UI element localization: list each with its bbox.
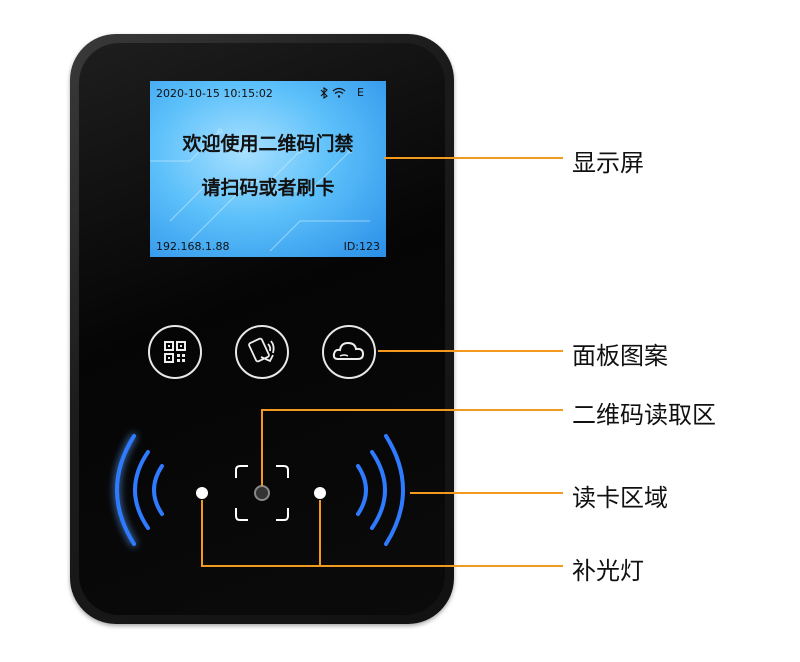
device-id: ID:123 <box>343 240 380 253</box>
fill-light-left <box>196 487 208 499</box>
screen-circuit-pattern <box>150 128 370 252</box>
label-qr-area: 二维码读取区 <box>572 401 716 429</box>
ip-address: 192.168.1.88 <box>156 240 230 253</box>
label-card-area: 读卡区域 <box>572 484 668 512</box>
qr-reader-frame <box>235 465 289 521</box>
cloud-icon <box>322 325 376 379</box>
scan-prompt: 请扫码或者刷卡 <box>201 177 335 199</box>
rfid-waves-left <box>115 434 164 546</box>
camera-lens <box>254 485 270 501</box>
label-panel: 面板图案 <box>572 342 668 370</box>
display-screen: 2020-10-15 10:15:02 E 欢迎使用二维码门禁 请扫码或者刷卡 … <box>150 81 386 257</box>
card-tap-icon <box>235 325 289 379</box>
label-fill-light: 补光灯 <box>572 557 644 585</box>
qr-code-icon <box>148 325 202 379</box>
label-display: 显示屏 <box>572 149 644 177</box>
fill-light-right <box>314 487 326 499</box>
status-icons: E <box>320 86 364 100</box>
datetime-text: 2020-10-15 10:15:02 <box>156 87 273 100</box>
rfid-waves-right <box>356 434 405 546</box>
welcome-message: 欢迎使用二维码门禁 <box>182 133 354 155</box>
wifi-icon <box>332 87 345 98</box>
network-e-indicator: E <box>357 86 364 99</box>
annotation-lines <box>201 157 563 567</box>
bluetooth-icon <box>320 86 328 100</box>
